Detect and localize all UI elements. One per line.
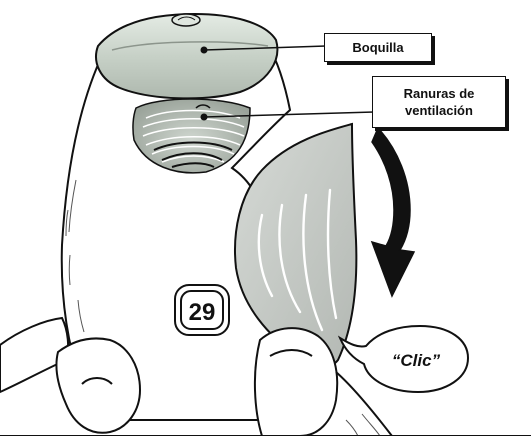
dose-counter-value: 29 [189,299,216,326]
vents-pointer-dot [201,114,208,121]
mouthpiece-label: Boquilla [324,33,432,62]
vents-label-line2: ventilación [404,102,475,119]
ventilation-slots-label: Ranuras de ventilación [372,76,506,128]
curved-down-arrow-icon [372,128,414,296]
mouthpiece-label-text: Boquilla [352,39,403,56]
click-sound-label: “Clic” [392,351,441,370]
vents-label-line1: Ranuras de [404,85,475,102]
mouthpiece-pointer-dot [201,47,208,54]
